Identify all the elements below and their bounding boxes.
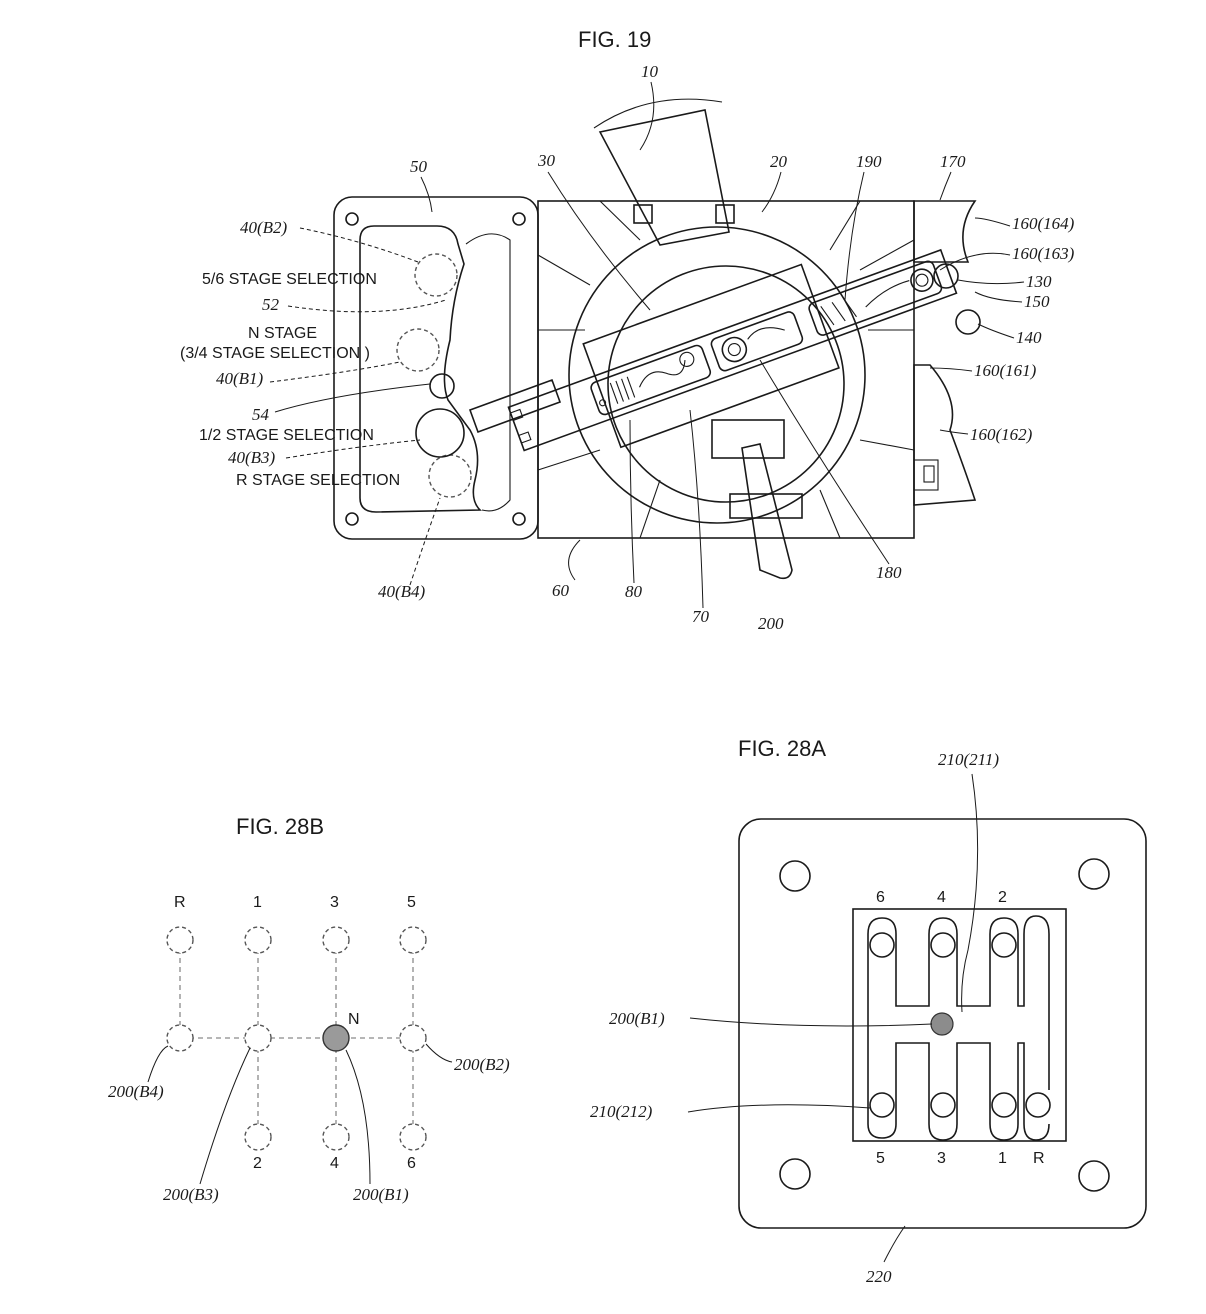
ref-52: 52 bbox=[262, 295, 280, 314]
ref-150: 150 bbox=[1024, 292, 1050, 311]
ref-20: 20 bbox=[770, 152, 788, 171]
position-label-6: 6 bbox=[407, 1155, 416, 1172]
position-label-4: 4 bbox=[330, 1155, 339, 1172]
ref-10: 10 bbox=[641, 62, 659, 81]
position-label-r: R bbox=[174, 894, 186, 911]
ref-80: 80 bbox=[625, 582, 643, 601]
neutral-position-b1 bbox=[322, 1024, 350, 1052]
gate-plate-50 bbox=[333, 196, 539, 540]
ref-210-212: 210(212) bbox=[590, 1102, 653, 1121]
caption-56-stage: 5/6 STAGE SELECTION bbox=[202, 271, 377, 288]
shaft-10 bbox=[593, 98, 730, 246]
caption-r-stage: R STAGE SELECTION bbox=[236, 472, 400, 489]
ref-160-164: 160(164) bbox=[1012, 214, 1075, 233]
bracket-170 bbox=[913, 200, 977, 263]
position-label-n: N bbox=[348, 1011, 360, 1028]
position-label-3: 3 bbox=[330, 894, 339, 911]
ref-200-b1: 200(B1) bbox=[609, 1009, 665, 1028]
ref-200-b4: 200(B4) bbox=[108, 1082, 164, 1101]
ref-60: 60 bbox=[552, 581, 570, 600]
ref-160-161: 160(161) bbox=[974, 361, 1037, 380]
gate-label-5: 5 bbox=[876, 1150, 885, 1167]
caption-34-stage: (3/4 STAGE SELECTION ) bbox=[180, 345, 370, 362]
gate-frame bbox=[852, 908, 1067, 1142]
ref-210-211: 210(211) bbox=[938, 750, 999, 769]
plate-220 bbox=[738, 818, 1147, 1229]
ref-40-b4: 40(B4) bbox=[378, 582, 426, 601]
gate-label-r: R bbox=[1033, 1150, 1045, 1167]
gate-label-3: 3 bbox=[937, 1150, 946, 1167]
housing-60 bbox=[537, 200, 915, 539]
shift-positions bbox=[166, 926, 427, 1151]
fig28a: FIG. 28A 6 4 2 5 3 1 R 210(211) 210(212 bbox=[590, 736, 1147, 1286]
position-label-2: 2 bbox=[253, 1155, 262, 1172]
ref-70: 70 bbox=[692, 607, 710, 626]
pin-200 bbox=[711, 419, 803, 580]
fig28b-title: FIG. 28B bbox=[236, 814, 324, 839]
ref-40-b1: 40(B1) bbox=[216, 369, 264, 388]
upper-gate-211 bbox=[867, 915, 1050, 1090]
mount-hole-tl bbox=[779, 860, 811, 892]
caption-n-stage: N STAGE bbox=[248, 325, 317, 342]
shift-pattern-lines bbox=[179, 940, 414, 1137]
ref-40-b2: 40(B2) bbox=[240, 218, 288, 237]
pin-200-b1-neutral bbox=[930, 1012, 954, 1036]
ref-54: 54 bbox=[252, 405, 270, 424]
position-label-1: 1 bbox=[253, 894, 262, 911]
ref-40-b3: 40(B3) bbox=[228, 448, 276, 467]
ref-50: 50 bbox=[410, 157, 428, 176]
gate-label-4: 4 bbox=[937, 889, 946, 906]
ref-160-163: 160(163) bbox=[1012, 244, 1075, 263]
ref-200: 200 bbox=[758, 614, 784, 633]
ref-170: 170 bbox=[940, 152, 966, 171]
gate-holes bbox=[869, 932, 1051, 1118]
fig28a-title: FIG. 28A bbox=[738, 736, 826, 761]
position-label-5: 5 bbox=[407, 894, 416, 911]
gate-label-2: 2 bbox=[998, 889, 1007, 906]
ref-30: 30 bbox=[537, 151, 556, 170]
caption-12-stage: 1/2 STAGE SELECTION bbox=[199, 427, 374, 444]
fig19: FIG. 19 bbox=[180, 27, 1075, 633]
fig28b: FIG. 28B R 1 3 5 2 4 6 N 200(B bbox=[108, 814, 510, 1204]
ref-220: 220 bbox=[866, 1267, 892, 1286]
dial-20 bbox=[568, 204, 866, 524]
ref-160-162: 160(162) bbox=[970, 425, 1033, 444]
ref-190: 190 bbox=[856, 152, 882, 171]
mount-hole-bl bbox=[779, 1158, 811, 1190]
ref-200-b2: 200(B2) bbox=[454, 1055, 510, 1074]
ref-200-b3: 200(B3) bbox=[163, 1185, 219, 1204]
ref-130: 130 bbox=[1026, 272, 1052, 291]
gate-label-6: 6 bbox=[876, 889, 885, 906]
ref-180: 180 bbox=[876, 563, 902, 582]
gate-label-1: 1 bbox=[998, 1150, 1007, 1167]
ref-200-b1-28b: 200(B1) bbox=[353, 1185, 409, 1204]
fig19-title: FIG. 19 bbox=[578, 27, 651, 52]
lower-gate-212 bbox=[867, 1042, 1050, 1141]
mount-hole-tr bbox=[1078, 858, 1110, 890]
mount-hole-br bbox=[1078, 1160, 1110, 1192]
ref-140: 140 bbox=[1016, 328, 1042, 347]
lever-housing-30 bbox=[507, 248, 958, 452]
